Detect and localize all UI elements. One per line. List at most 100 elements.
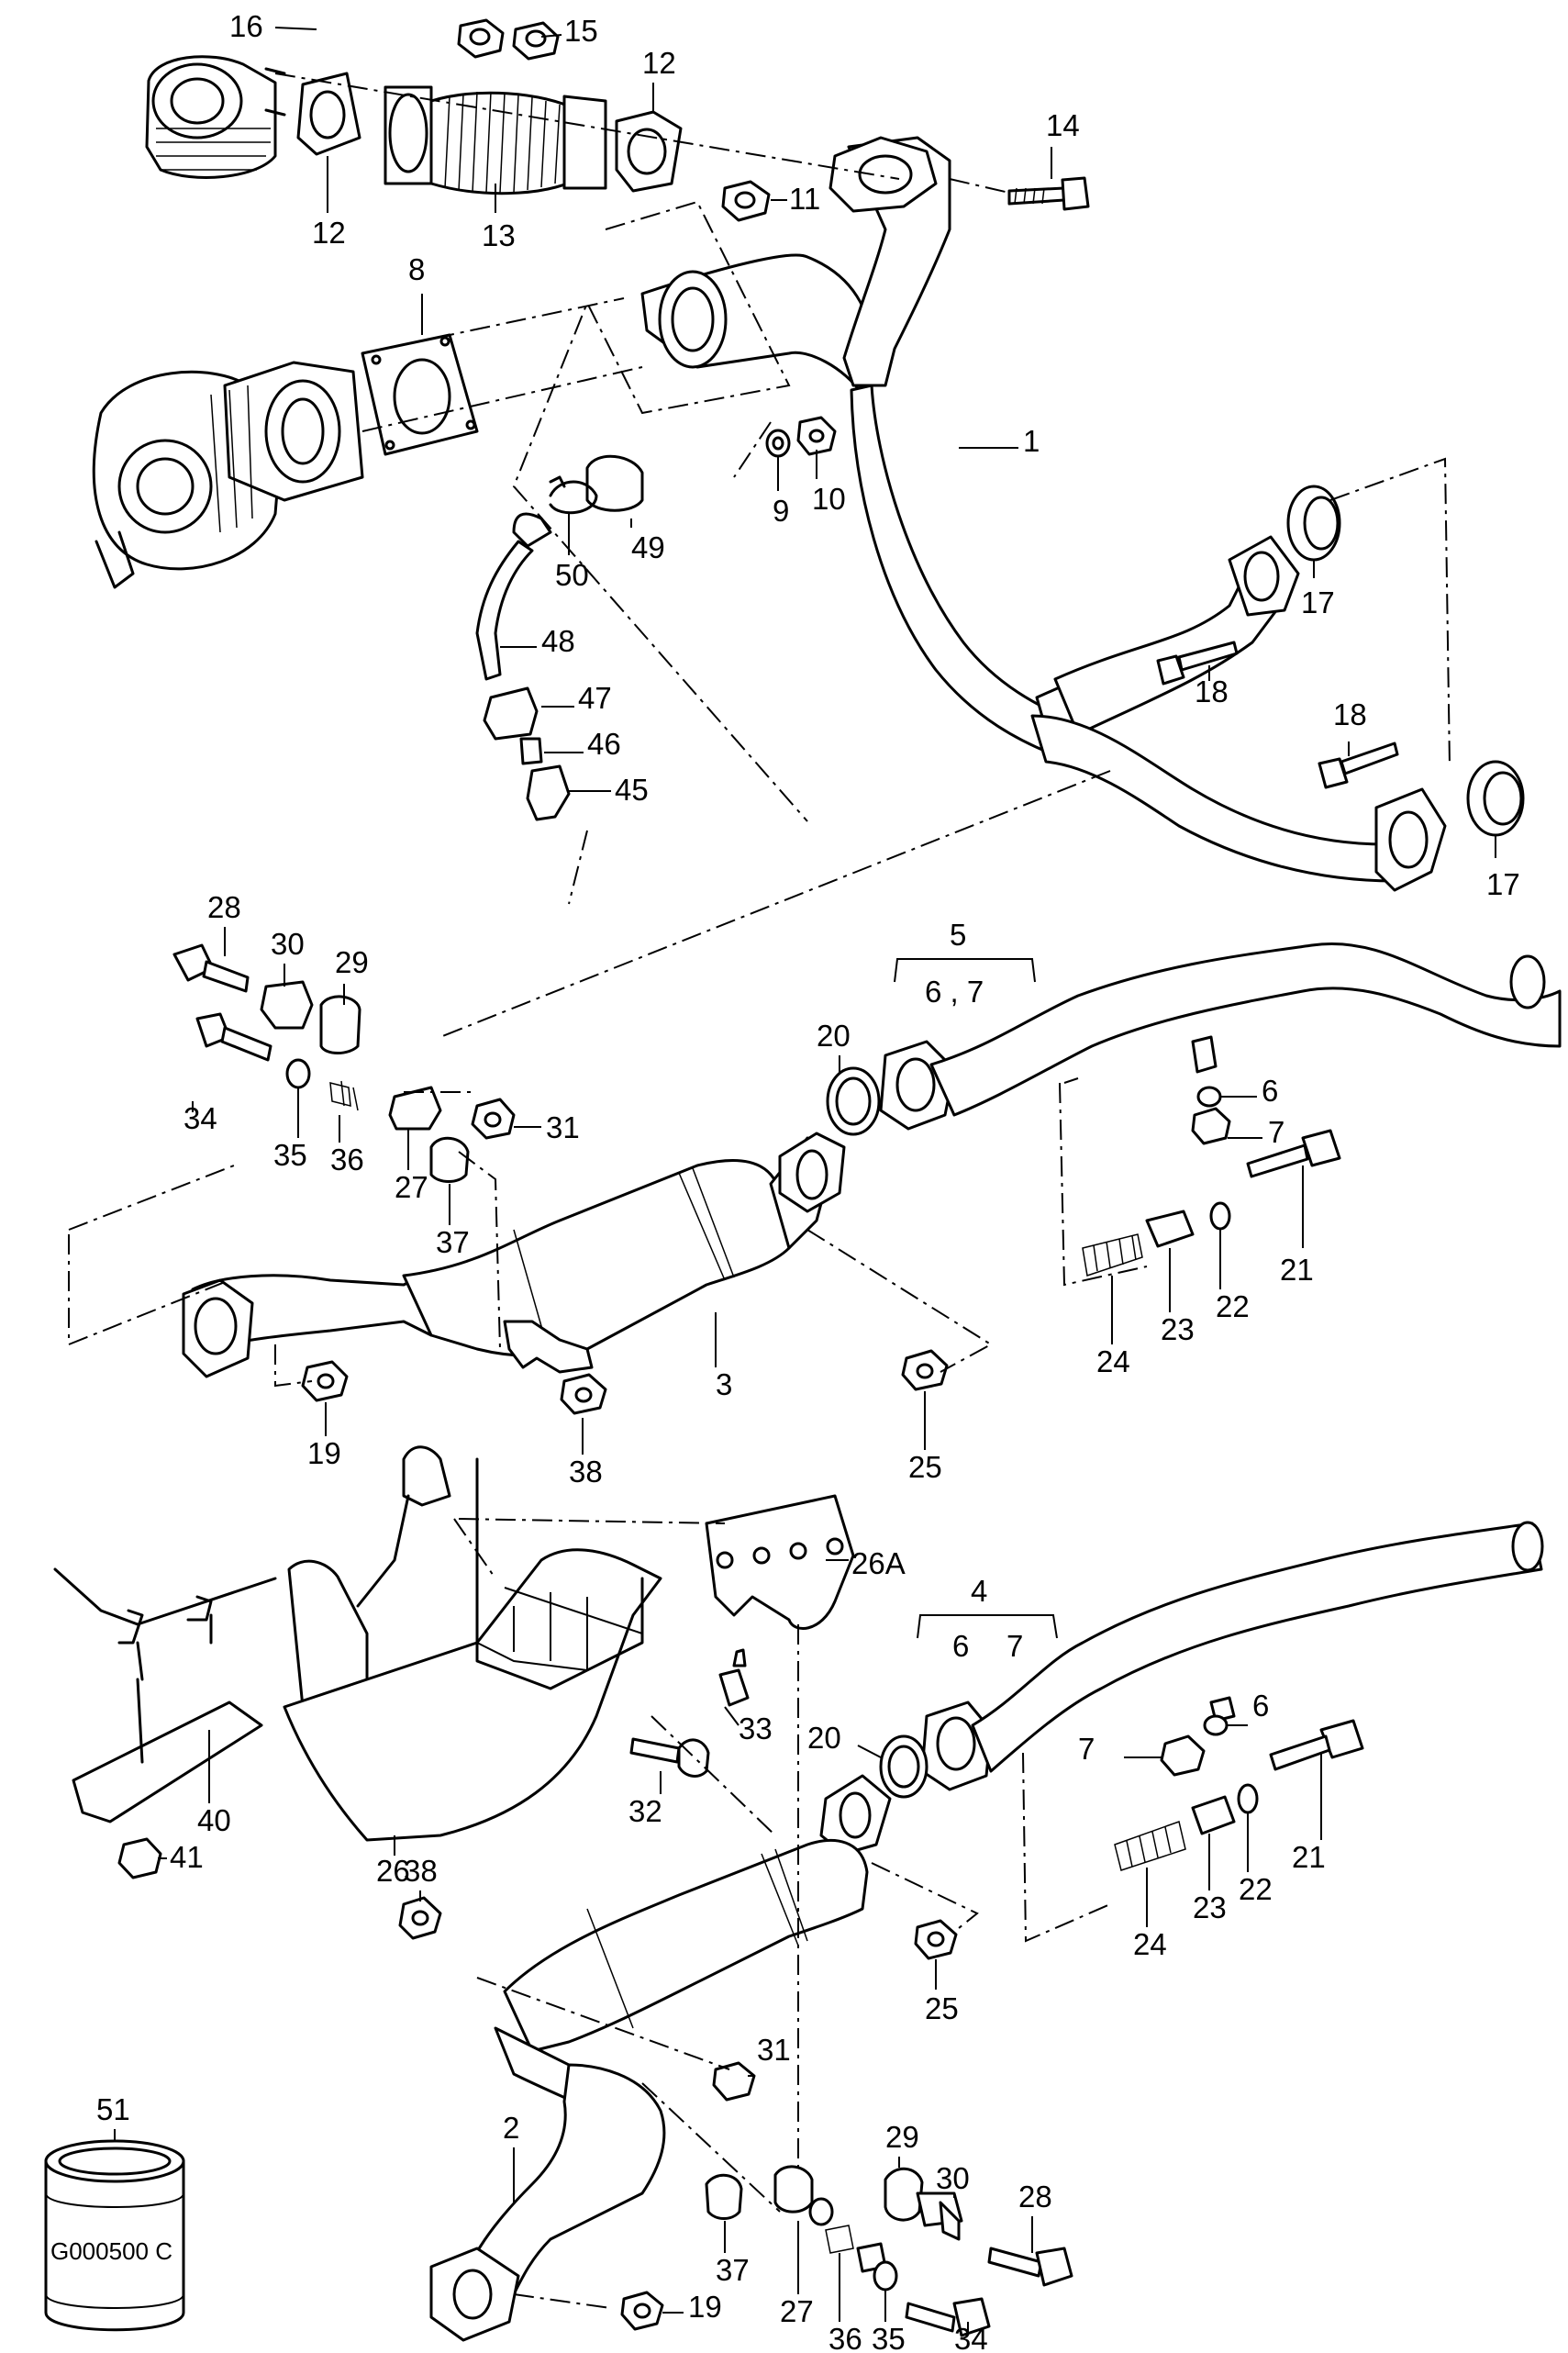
part-callout-c17a: 17	[1301, 585, 1335, 619]
washer-nut-9-10	[765, 416, 837, 458]
leader-line-c33	[724, 1706, 740, 1726]
gasket-12-right	[615, 110, 683, 193]
exploded-line-bot-5	[476, 1977, 781, 2213]
part-callout-c7c: 7	[1078, 1732, 1095, 1766]
exploded-line-bot-1	[453, 1518, 726, 1579]
leader-line-c16	[274, 27, 317, 30]
part-callout-c7b: 7	[1006, 1629, 1023, 1663]
part-callout-c8: 8	[408, 252, 425, 286]
part-callout-c45: 45	[615, 773, 649, 807]
part-callout-c47: 47	[578, 681, 612, 715]
part-callout-c37b: 37	[716, 2253, 750, 2287]
part-callout-c28a: 28	[207, 890, 241, 924]
part-callout-c31a: 31	[546, 1110, 580, 1144]
part-callout-c10: 10	[812, 482, 846, 516]
part-callout-c27a: 27	[395, 1170, 428, 1204]
group-bracket-5	[894, 958, 1036, 983]
sealant-can-label: G000500 C	[50, 2237, 172, 2265]
bracket-heat-shield-mid	[503, 1320, 594, 1374]
part-callout-c18a: 18	[1195, 675, 1229, 708]
part-callout-c38b: 38	[404, 1854, 438, 1888]
part-callout-c7a: 7	[1268, 1115, 1284, 1149]
part-callout-c22b: 22	[1239, 1872, 1273, 1906]
part-callout-c31b: 31	[757, 2033, 791, 2067]
part-callout-c40: 40	[197, 1803, 231, 1837]
part-callout-c30a: 30	[271, 927, 305, 961]
bolt-14	[1007, 176, 1090, 211]
nuts-19-38-25-mid	[301, 1349, 949, 1415]
part-callout-c13: 13	[482, 218, 516, 252]
exploded-line-top-1	[274, 72, 1010, 194]
part-callout-c48: 48	[541, 624, 575, 658]
part-callout-c19a: 19	[307, 1436, 341, 1470]
callout-leader-lines	[114, 27, 1496, 2336]
part-callout-c6b: 6	[952, 1629, 969, 1663]
catalytic-converter-3	[182, 1132, 846, 1378]
part-callout-c20b: 20	[807, 1721, 841, 1755]
oil-line-parts	[475, 454, 644, 821]
exploded-line-mid-5	[404, 1091, 501, 1350]
turbocharger-upper	[145, 55, 286, 179]
part-callout-c20a: 20	[817, 1019, 851, 1053]
part-callout-c23a: 23	[1161, 1312, 1195, 1346]
exploded-line-mid-2	[274, 1344, 313, 1388]
part-callout-c26A: 26A	[851, 1546, 906, 1580]
group-bracket-4	[917, 1614, 1058, 1639]
heat-shield-26	[283, 1445, 855, 1842]
part-callout-c29b: 29	[885, 2120, 919, 2154]
part-callout-c27b: 27	[780, 2294, 814, 2328]
leader-line-c20b	[857, 1745, 882, 1758]
turbocharger-lower	[92, 361, 364, 589]
hardware-27-37-bottom	[398, 1896, 1073, 2337]
part-callout-c11: 11	[789, 182, 820, 216]
bolts-18	[1156, 641, 1399, 789]
part-callout-c16: 16	[229, 9, 263, 43]
exploded-line-top-6	[568, 830, 588, 905]
exploded-line-bot-7	[651, 1715, 776, 1836]
part-callout-c36b: 36	[828, 2322, 862, 2353]
nut-25-bottom	[914, 1919, 958, 1960]
part-callout-c21a: 21	[1280, 1253, 1314, 1287]
part-callout-c38a: 38	[569, 1455, 603, 1489]
part-callout-c22a: 22	[1216, 1289, 1250, 1323]
part-callout-c24b: 24	[1133, 1927, 1167, 1961]
exploded-line-top-4	[1329, 457, 1451, 767]
front-pipe-5	[879, 942, 1562, 1131]
exploded-line-mid-1	[68, 1165, 235, 1346]
nut-11	[721, 180, 771, 222]
hardware-28-37-mid	[172, 943, 516, 1183]
part-callout-c12a: 12	[642, 46, 676, 80]
front-pipe-4	[920, 1521, 1544, 1791]
exploded-line-bot-4	[871, 1862, 979, 1933]
part-callout-c51: 51	[96, 2092, 130, 2126]
part-callout-c33: 33	[739, 1712, 773, 1745]
exploded-line-bot-6	[513, 2293, 611, 2309]
part-callout-c34b: 34	[954, 2322, 988, 2353]
part-callout-c19b: 19	[688, 2290, 722, 2324]
gasket-20-bottom	[879, 1734, 929, 1799]
part-callout-c25b: 25	[925, 1991, 959, 2025]
part-callout-c24a: 24	[1096, 1344, 1130, 1378]
downpipe-1	[640, 136, 1447, 892]
clamp-rings-17	[1286, 485, 1525, 837]
part-callout-c32: 32	[628, 1794, 662, 1828]
transmission-mount-40-41	[53, 1567, 277, 1879]
part-callout-c12b: 12	[312, 216, 346, 250]
part-callout-c29a: 29	[335, 945, 369, 979]
part-callout-c18b: 18	[1333, 697, 1367, 731]
part-callout-c14: 14	[1046, 108, 1080, 142]
part-callout-c1: 1	[1023, 424, 1040, 458]
nuts-15-16	[457, 18, 560, 61]
part-callout-c17b: 17	[1486, 867, 1520, 901]
part-callout-c15: 15	[564, 14, 598, 48]
part-callout-c41: 41	[170, 1840, 204, 1874]
gasket-12-left	[296, 72, 361, 156]
part-callout-c3: 3	[716, 1367, 732, 1401]
gasket-8	[361, 333, 479, 456]
exploded-line-bot-3	[1022, 1752, 1111, 1943]
part-callout-c6c: 6	[1252, 1689, 1269, 1723]
exploded-line-top-5	[439, 770, 1111, 1038]
part-callout-c9: 9	[773, 494, 789, 528]
part-callout-c26: 26	[376, 1854, 410, 1888]
